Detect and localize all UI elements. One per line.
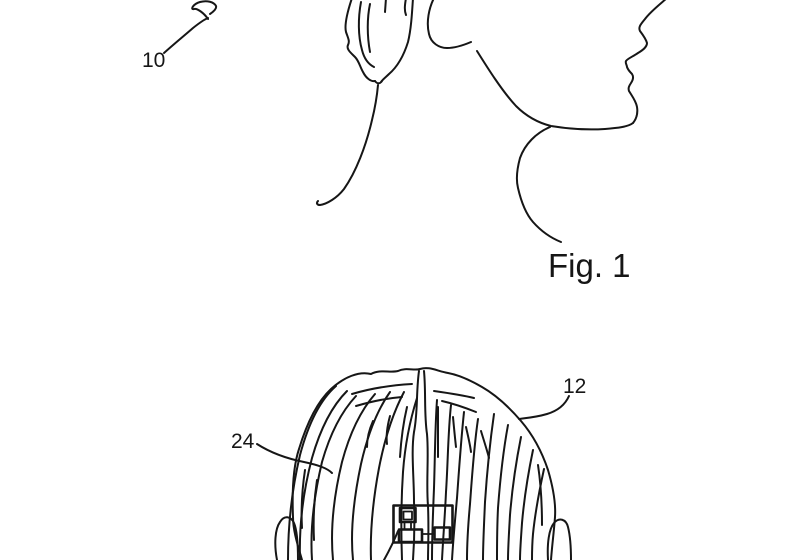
hair-tick (465, 426, 472, 453)
throat-shoulder-line (515, 126, 562, 243)
hair-part-right (423, 370, 430, 560)
hair-tick (480, 430, 490, 459)
hair-tick (312, 479, 318, 541)
ear-top-stub-1 (384, 0, 387, 13)
ref-numeral-10: 10 (142, 49, 165, 72)
face-profile-nose-lips-chin (624, 0, 667, 124)
hair-tick (399, 406, 408, 458)
ref-numeral-24: 24 (231, 430, 255, 453)
leader-line-12 (518, 395, 570, 420)
ear-front-edge (380, 0, 414, 83)
hair-strand (369, 391, 405, 560)
figure-1-caption: Fig. 1 (548, 247, 631, 284)
implanted-device (383, 504, 454, 560)
device-module-top-left-inner (402, 510, 413, 521)
hair-strand (519, 449, 534, 560)
device-module-bottom-left (397, 528, 424, 544)
hair-arc (351, 383, 413, 395)
back-neck-line (315, 84, 379, 206)
hair-strand (466, 418, 479, 560)
figure-1-head-profile: 10 Fig. 1 (142, 0, 667, 284)
ear-inner-line-1 (357, 1, 375, 68)
hair-strand (331, 393, 376, 560)
hair-strand (431, 399, 438, 560)
hair-tick (537, 464, 543, 526)
figure-2-back-of-head: 24 12 (231, 367, 586, 560)
sideburn-hairline (426, 0, 472, 49)
hair-strand (351, 391, 391, 560)
hair-strand (482, 413, 495, 560)
device-module-bottom-right (433, 526, 452, 541)
hair-arc (441, 400, 477, 413)
device-leader-line (383, 530, 399, 560)
jaw-line (476, 50, 634, 131)
leader-squiggle-10 (191, 0, 218, 20)
hair-strand (298, 390, 348, 560)
hair-strand (287, 385, 337, 560)
hair-part-left (411, 370, 420, 560)
hair-arc (355, 396, 403, 407)
hair-strand (496, 424, 509, 560)
hair-strand (507, 436, 522, 560)
ear-top-stub-2 (403, 0, 407, 16)
left-ear (274, 516, 299, 560)
hair-strand (400, 397, 418, 560)
leader-line-10 (163, 17, 209, 54)
hair-tick (300, 469, 306, 529)
hair-tick (366, 420, 374, 448)
hair-strand (310, 395, 357, 560)
hair-arc (433, 390, 475, 399)
hair-tick (385, 415, 391, 445)
head-outline (291, 367, 557, 560)
ear-inner-line-2 (366, 3, 371, 53)
hair-tick (452, 416, 457, 448)
right-ear (546, 518, 572, 560)
leader-line-24 (256, 443, 333, 474)
ref-numeral-12: 12 (563, 375, 586, 398)
ear-outer-edge (344, 0, 376, 83)
ear-lobe (374, 80, 383, 85)
